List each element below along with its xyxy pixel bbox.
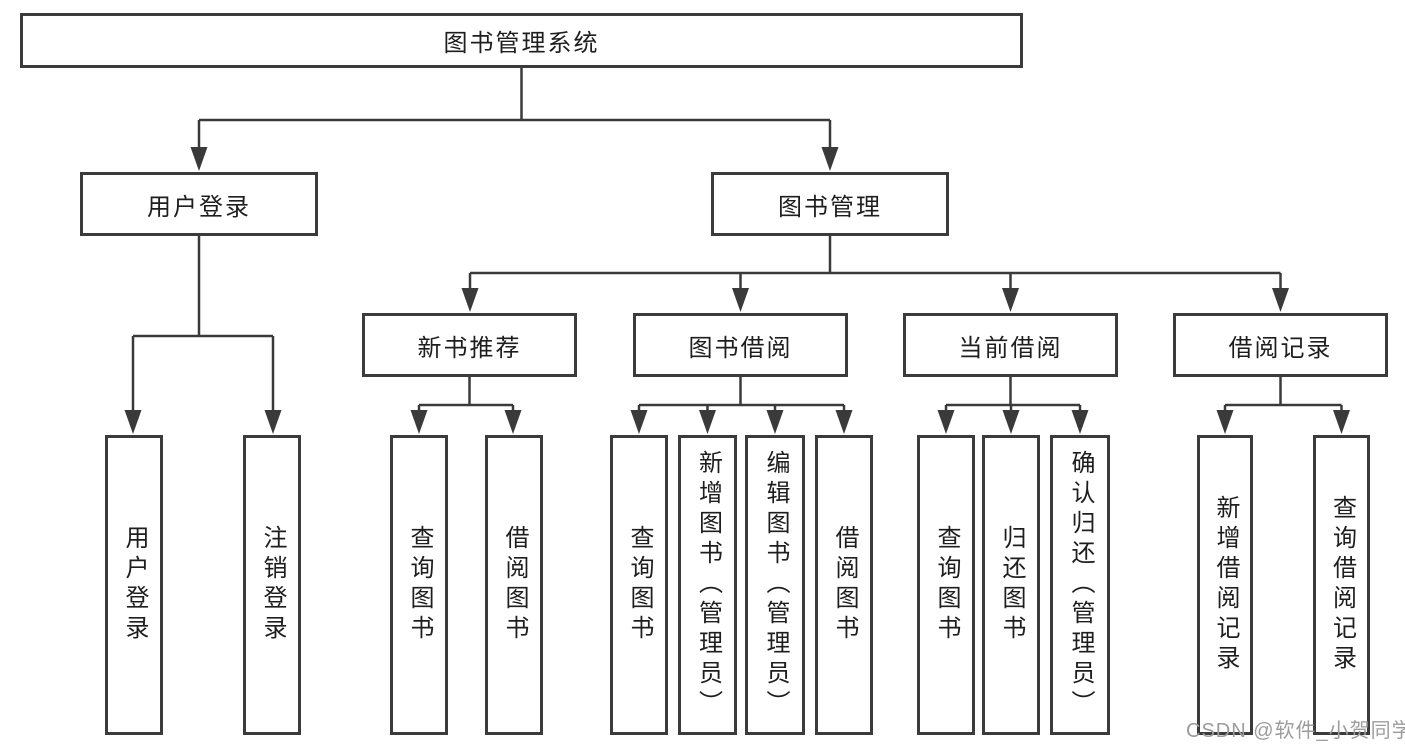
arrowheads — [124, 147, 1350, 434]
node-label: 归还图书 — [998, 525, 1025, 645]
node-leaf-borrow-book-1: 借阅图书 — [485, 435, 543, 735]
node-current-borrow: 当前借阅 — [903, 313, 1118, 377]
node-label: 注销登录 — [259, 525, 286, 645]
node-label: 新书推荐 — [417, 334, 522, 362]
node-label: 用户登录 — [147, 193, 251, 221]
node-leaf-query-book-1: 查询图书 — [390, 435, 448, 735]
node-new-book-recommend: 新书推荐 — [362, 313, 577, 377]
node-leaf-add-borrow-record: 新增借阅记录 — [1197, 435, 1253, 735]
node-leaf-borrow-book-2: 借阅图书 — [815, 435, 873, 735]
node-label: 编辑图书（管理员） — [762, 450, 789, 720]
node-label: 查询图书 — [406, 525, 433, 645]
node-label: 新增图书（管理员） — [694, 450, 722, 720]
node-leaf-query-book-2: 查询图书 — [610, 435, 668, 735]
connector-book-borrow-branch — [637, 377, 846, 413]
node-label: 当前借阅 — [958, 334, 1063, 362]
connector-new-book-rec-branch — [417, 377, 515, 413]
node-label: 查询图书 — [933, 525, 960, 645]
node-label: 图书管理系统 — [443, 30, 600, 57]
node-label: 图书管理 — [778, 193, 882, 221]
node-leaf-confirm-return-admin: 确认归还（管理员） — [1050, 435, 1110, 735]
connector-root-to-level2 — [197, 66, 832, 150]
node-label: 借阅记录 — [1228, 334, 1333, 362]
node-label: 借阅图书 — [831, 525, 858, 645]
connector-book-mgmt-to-level3 — [468, 236, 1282, 291]
node-user-login: 用户登录 — [80, 172, 318, 236]
node-book-management: 图书管理 — [711, 172, 949, 236]
node-label: 图书借阅 — [688, 334, 793, 362]
node-leaf-logout: 注销登录 — [243, 435, 301, 735]
connector-user-login-branch — [131, 236, 275, 413]
node-leaf-query-book-3: 查询图书 — [917, 435, 975, 735]
node-borrow-records: 借阅记录 — [1173, 313, 1388, 377]
node-label: 查询图书 — [626, 525, 653, 645]
node-leaf-query-borrow-record: 查询借阅记录 — [1313, 435, 1370, 735]
node-label: 新增借阅记录 — [1212, 495, 1239, 675]
connector-borrow-records-branch — [1223, 377, 1343, 413]
node-leaf-user-login: 用户登录 — [105, 435, 163, 735]
node-leaf-add-book-admin: 新增图书（管理员） — [678, 435, 737, 735]
node-label: 用户登录 — [121, 525, 148, 645]
node-label: 借阅图书 — [501, 525, 528, 645]
node-label: 确认归还（管理员） — [1067, 450, 1094, 720]
node-label: 查询借阅记录 — [1328, 495, 1356, 675]
node-library-management-system: 图书管理系统 — [20, 13, 1023, 68]
node-book-borrow: 图书借阅 — [633, 313, 848, 377]
node-leaf-edit-book-admin: 编辑图书（管理员） — [745, 435, 805, 735]
watermark-text: CSDN @软件_小贺同学 — [1186, 720, 1405, 742]
node-leaf-return-book: 归还图书 — [982, 435, 1040, 735]
connector-current-borrow-branch — [944, 377, 1082, 413]
